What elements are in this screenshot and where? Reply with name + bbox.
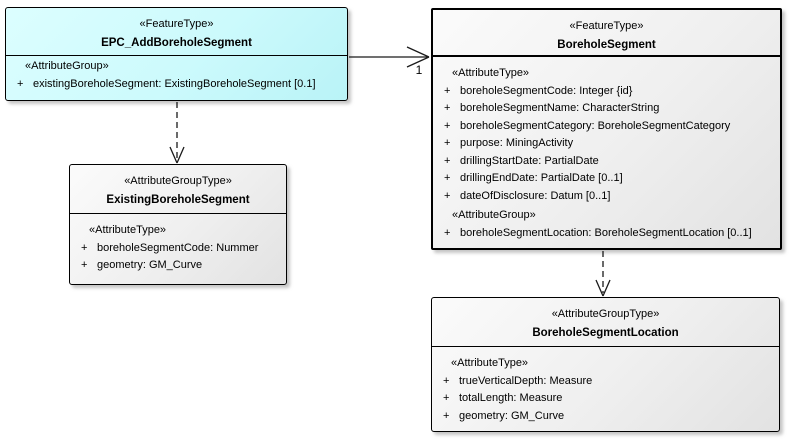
visibility-plus: + <box>81 241 88 254</box>
attribute-text: boreholeSegmentLocation: BoreholeSegment… <box>460 226 752 239</box>
attribute-row: + trueVerticalDepth: Measure <box>438 373 775 391</box>
attribute-row: + totalLength: Measure <box>438 390 775 408</box>
box-body: «AttributeType» + boreholeSegmentCode: I… <box>433 57 780 242</box>
visibility-plus: + <box>444 84 451 97</box>
attribute-text: drillingStartDate: PartialDate <box>460 154 599 167</box>
attribute-row: + drillingEndDate: PartialDate [0..1] <box>439 170 776 188</box>
attribute-text: boreholeSegmentCode: Nummer <box>97 241 259 254</box>
visibility-plus: + <box>444 226 451 239</box>
group-stereotype-label: «AttributeGroup» <box>452 209 536 221</box>
attribute-text: purpose: MiningActivity <box>460 137 574 149</box>
visibility-plus: + <box>444 102 451 114</box>
visibility-plus: + <box>81 259 88 271</box>
class-box-existingboreholesegment[interactable]: «AttributeGroupType» ExistingBoreholeSeg… <box>69 164 287 285</box>
stereotype-label: «FeatureType» <box>569 20 644 32</box>
visibility-plus: + <box>444 119 451 132</box>
class-box-boreholesegmentlocation[interactable]: «AttributeGroupType» BoreholeSegmentLoca… <box>431 297 780 432</box>
attribute-row: + existingBoreholeSegment: ExistingBoreh… <box>12 76 343 94</box>
attribute-text: totalLength: Measure <box>459 392 563 404</box>
attribute-row: + boreholeSegmentCategory: BoreholeSegme… <box>439 118 776 136</box>
class-name: ExistingBoreholeSegment <box>106 194 250 206</box>
attribute-text: boreholeSegmentName: CharacterString <box>460 102 660 114</box>
stereotype-label: «AttributeGroupType» <box>124 175 232 187</box>
attribute-row: + boreholeSegmentCode: Integer {id} <box>439 83 776 101</box>
visibility-plus: + <box>444 189 451 202</box>
box-header: «AttributeGroupType» BoreholeSegmentLoca… <box>432 298 779 347</box>
box-header: «FeatureType» EPC_AddBoreholeSegment <box>6 8 347 56</box>
visibility-plus: + <box>444 154 451 167</box>
attribute-text: geometry: GM_Curve <box>97 259 203 271</box>
box-body: «AttributeType» + trueVerticalDepth: Mea… <box>432 347 779 425</box>
box-body: «AttributeType» + boreholeSegmentCode: N… <box>70 214 286 275</box>
attribute-text: boreholeSegmentCategory: BoreholeSegment… <box>460 119 731 132</box>
attribute-text: geometry: GM_Curve <box>459 409 565 422</box>
attribute-text: boreholeSegmentCode: Integer {id} <box>460 84 633 97</box>
stereotype-label: «AttributeGroupType» <box>551 308 660 320</box>
attribute-row: + boreholeSegmentName: CharacterString <box>439 100 776 118</box>
visibility-plus: + <box>443 409 450 422</box>
connector-dependency-to-boreholesegmentlocation[interactable] <box>595 251 611 297</box>
box-body: «AttributeGroup» + existingBoreholeSegme… <box>6 56 347 93</box>
class-name: EPC_AddBoreholeSegment <box>101 37 252 49</box>
attribute-text: trueVerticalDepth: Measure <box>459 374 593 387</box>
multiplicity-label: 1 <box>415 63 423 77</box>
box-header: «FeatureType» BoreholeSegment <box>433 10 780 57</box>
visibility-plus: + <box>17 77 24 90</box>
visibility-plus: + <box>443 392 450 404</box>
attribute-row: + boreholeSegmentLocation: BoreholeSegme… <box>439 225 776 243</box>
attribute-text: existingBoreholeSegment: ExistingBorehol… <box>33 77 316 90</box>
attribute-text: drillingEndDate: PartialDate [0..1] <box>460 172 623 184</box>
visibility-plus: + <box>444 137 451 149</box>
open-arrowhead-down-icon <box>169 146 185 164</box>
open-arrowhead-down-icon <box>595 279 611 297</box>
visibility-plus: + <box>443 374 450 387</box>
visibility-plus: + <box>444 172 451 184</box>
class-name: BoreholeSegment <box>557 39 656 51</box>
attribute-row: + geometry: GM_Curve <box>438 408 775 426</box>
attribute-row: + purpose: MiningActivity <box>439 135 776 153</box>
attribute-row: + boreholeSegmentCode: Nummer <box>76 240 282 258</box>
attribute-row: + geometry: GM_Curve <box>76 257 282 275</box>
class-box-boreholesegment[interactable]: «FeatureType» BoreholeSegment «Attribute… <box>431 8 782 250</box>
attribute-text: dateOfDisclosure: Datum [0..1] <box>460 189 611 202</box>
group-stereotype-label: «AttributeType» <box>452 67 530 79</box>
attribute-row: + drillingStartDate: PartialDate <box>439 153 776 171</box>
connector-dependency-to-existingboreholesegment[interactable] <box>169 102 185 164</box>
class-name: BoreholeSegmentLocation <box>532 327 679 339</box>
group-stereotype-label: «AttributeType» <box>89 224 167 236</box>
group-stereotype-label: «AttributeType» <box>451 357 529 369</box>
group-stereotype-label: «AttributeGroup» <box>25 60 109 72</box>
box-header: «AttributeGroupType» ExistingBoreholeSeg… <box>70 165 286 214</box>
class-box-epc-addboreholesegment[interactable]: «FeatureType» EPC_AddBoreholeSegment «At… <box>5 7 348 101</box>
stereotype-label: «FeatureType» <box>139 18 214 30</box>
attribute-row: + dateOfDisclosure: Datum [0..1] <box>439 188 776 206</box>
